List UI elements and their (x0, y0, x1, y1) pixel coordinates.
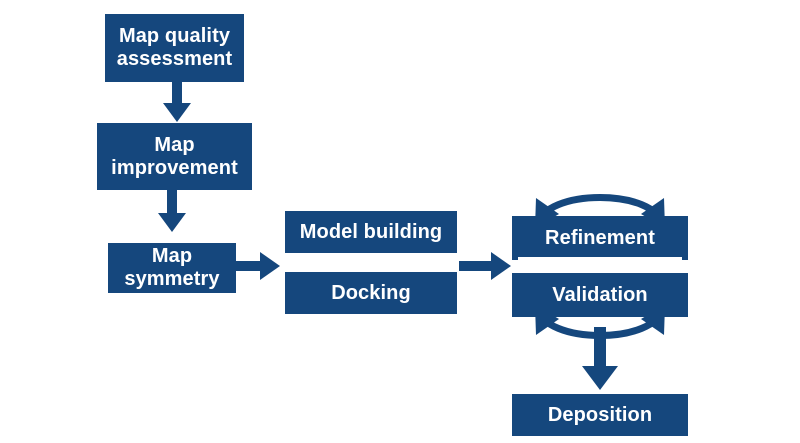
node-model-building-label: Model building (299, 220, 443, 243)
node-refinement-label: Refinement (545, 226, 655, 249)
node-refinement[interactable]: Refinement (512, 216, 688, 260)
node-model-building[interactable]: Model building (285, 211, 457, 253)
node-map-improvement-label: Map improvement (111, 133, 238, 179)
node-docking-label: Docking (331, 281, 411, 304)
node-map-symmetry-label: Map symmetry (124, 245, 220, 290)
arrow-improvement-to-symmetry (158, 190, 186, 232)
arrow-cycle-to-deposition (582, 327, 618, 390)
node-validation[interactable]: Validation (512, 273, 688, 317)
refinement-validation-separator (518, 257, 682, 276)
node-docking[interactable]: Docking (285, 272, 457, 314)
arrow-symmetry-to-building (236, 252, 280, 280)
node-map-improvement[interactable]: Map improvement (97, 123, 252, 190)
arrow-quality-to-improvement (163, 82, 191, 122)
node-deposition[interactable]: Deposition (512, 394, 688, 436)
arrow-building-to-refinement (459, 252, 511, 280)
node-validation-label: Validation (552, 283, 648, 306)
node-map-quality-assessment[interactable]: Map quality assessment (105, 14, 244, 82)
node-map-quality-assessment-label: Map quality assessment (116, 25, 233, 70)
node-map-symmetry[interactable]: Map symmetry (108, 243, 236, 293)
node-deposition-label: Deposition (547, 403, 653, 426)
